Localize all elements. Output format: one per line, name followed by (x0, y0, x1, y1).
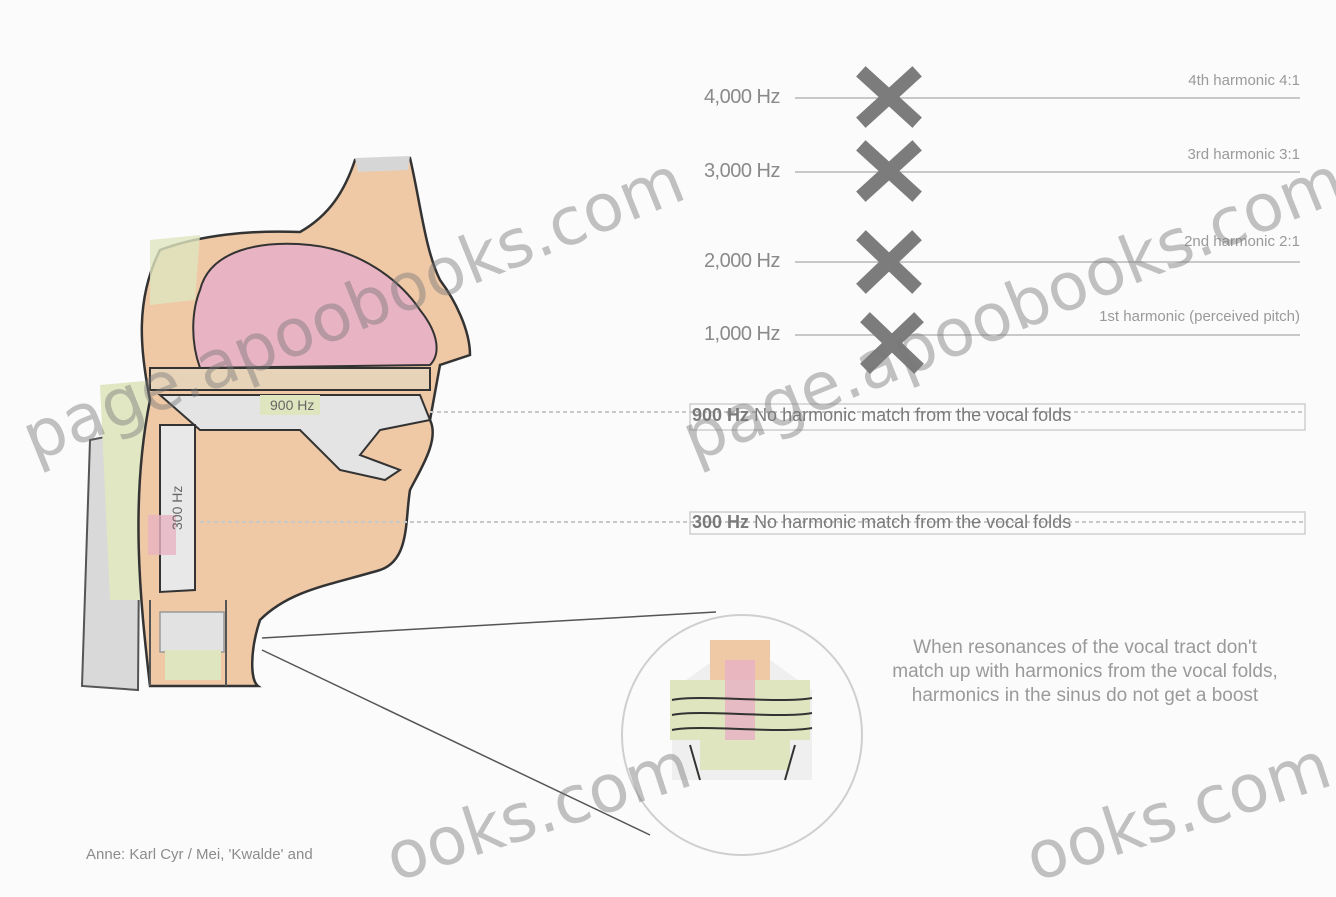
harmonic-label-3: 3rd harmonic 3:1 (960, 146, 1300, 163)
freq-label-2000: 2,000 Hz (620, 250, 780, 273)
green-cheek (150, 235, 200, 305)
zoom-line-top (262, 612, 716, 638)
caption: When resonances of the vocal tract don't… (890, 636, 1280, 708)
larynx-green (165, 650, 221, 680)
nasal-freq-label: 900 Hz (270, 397, 314, 413)
freq-label-4000: 4,000 Hz (620, 86, 780, 109)
credit: Anne: Karl Cyr / Mei, 'Kwalde' and (86, 846, 313, 863)
freq-label-1000: 1,000 Hz (620, 323, 780, 346)
nose-strip (355, 156, 410, 172)
match-freq-300: 300 Hz (692, 512, 749, 532)
larynx-block (160, 612, 224, 652)
match-text-300: No harmonic match from the vocal folds (754, 512, 1071, 532)
match-row-300: 300 Hz No harmonic match from the vocal … (692, 512, 1071, 533)
harmonic-label-4: 4th harmonic 4:1 (960, 72, 1300, 89)
pharynx-freq-label: 300 Hz (169, 486, 185, 530)
